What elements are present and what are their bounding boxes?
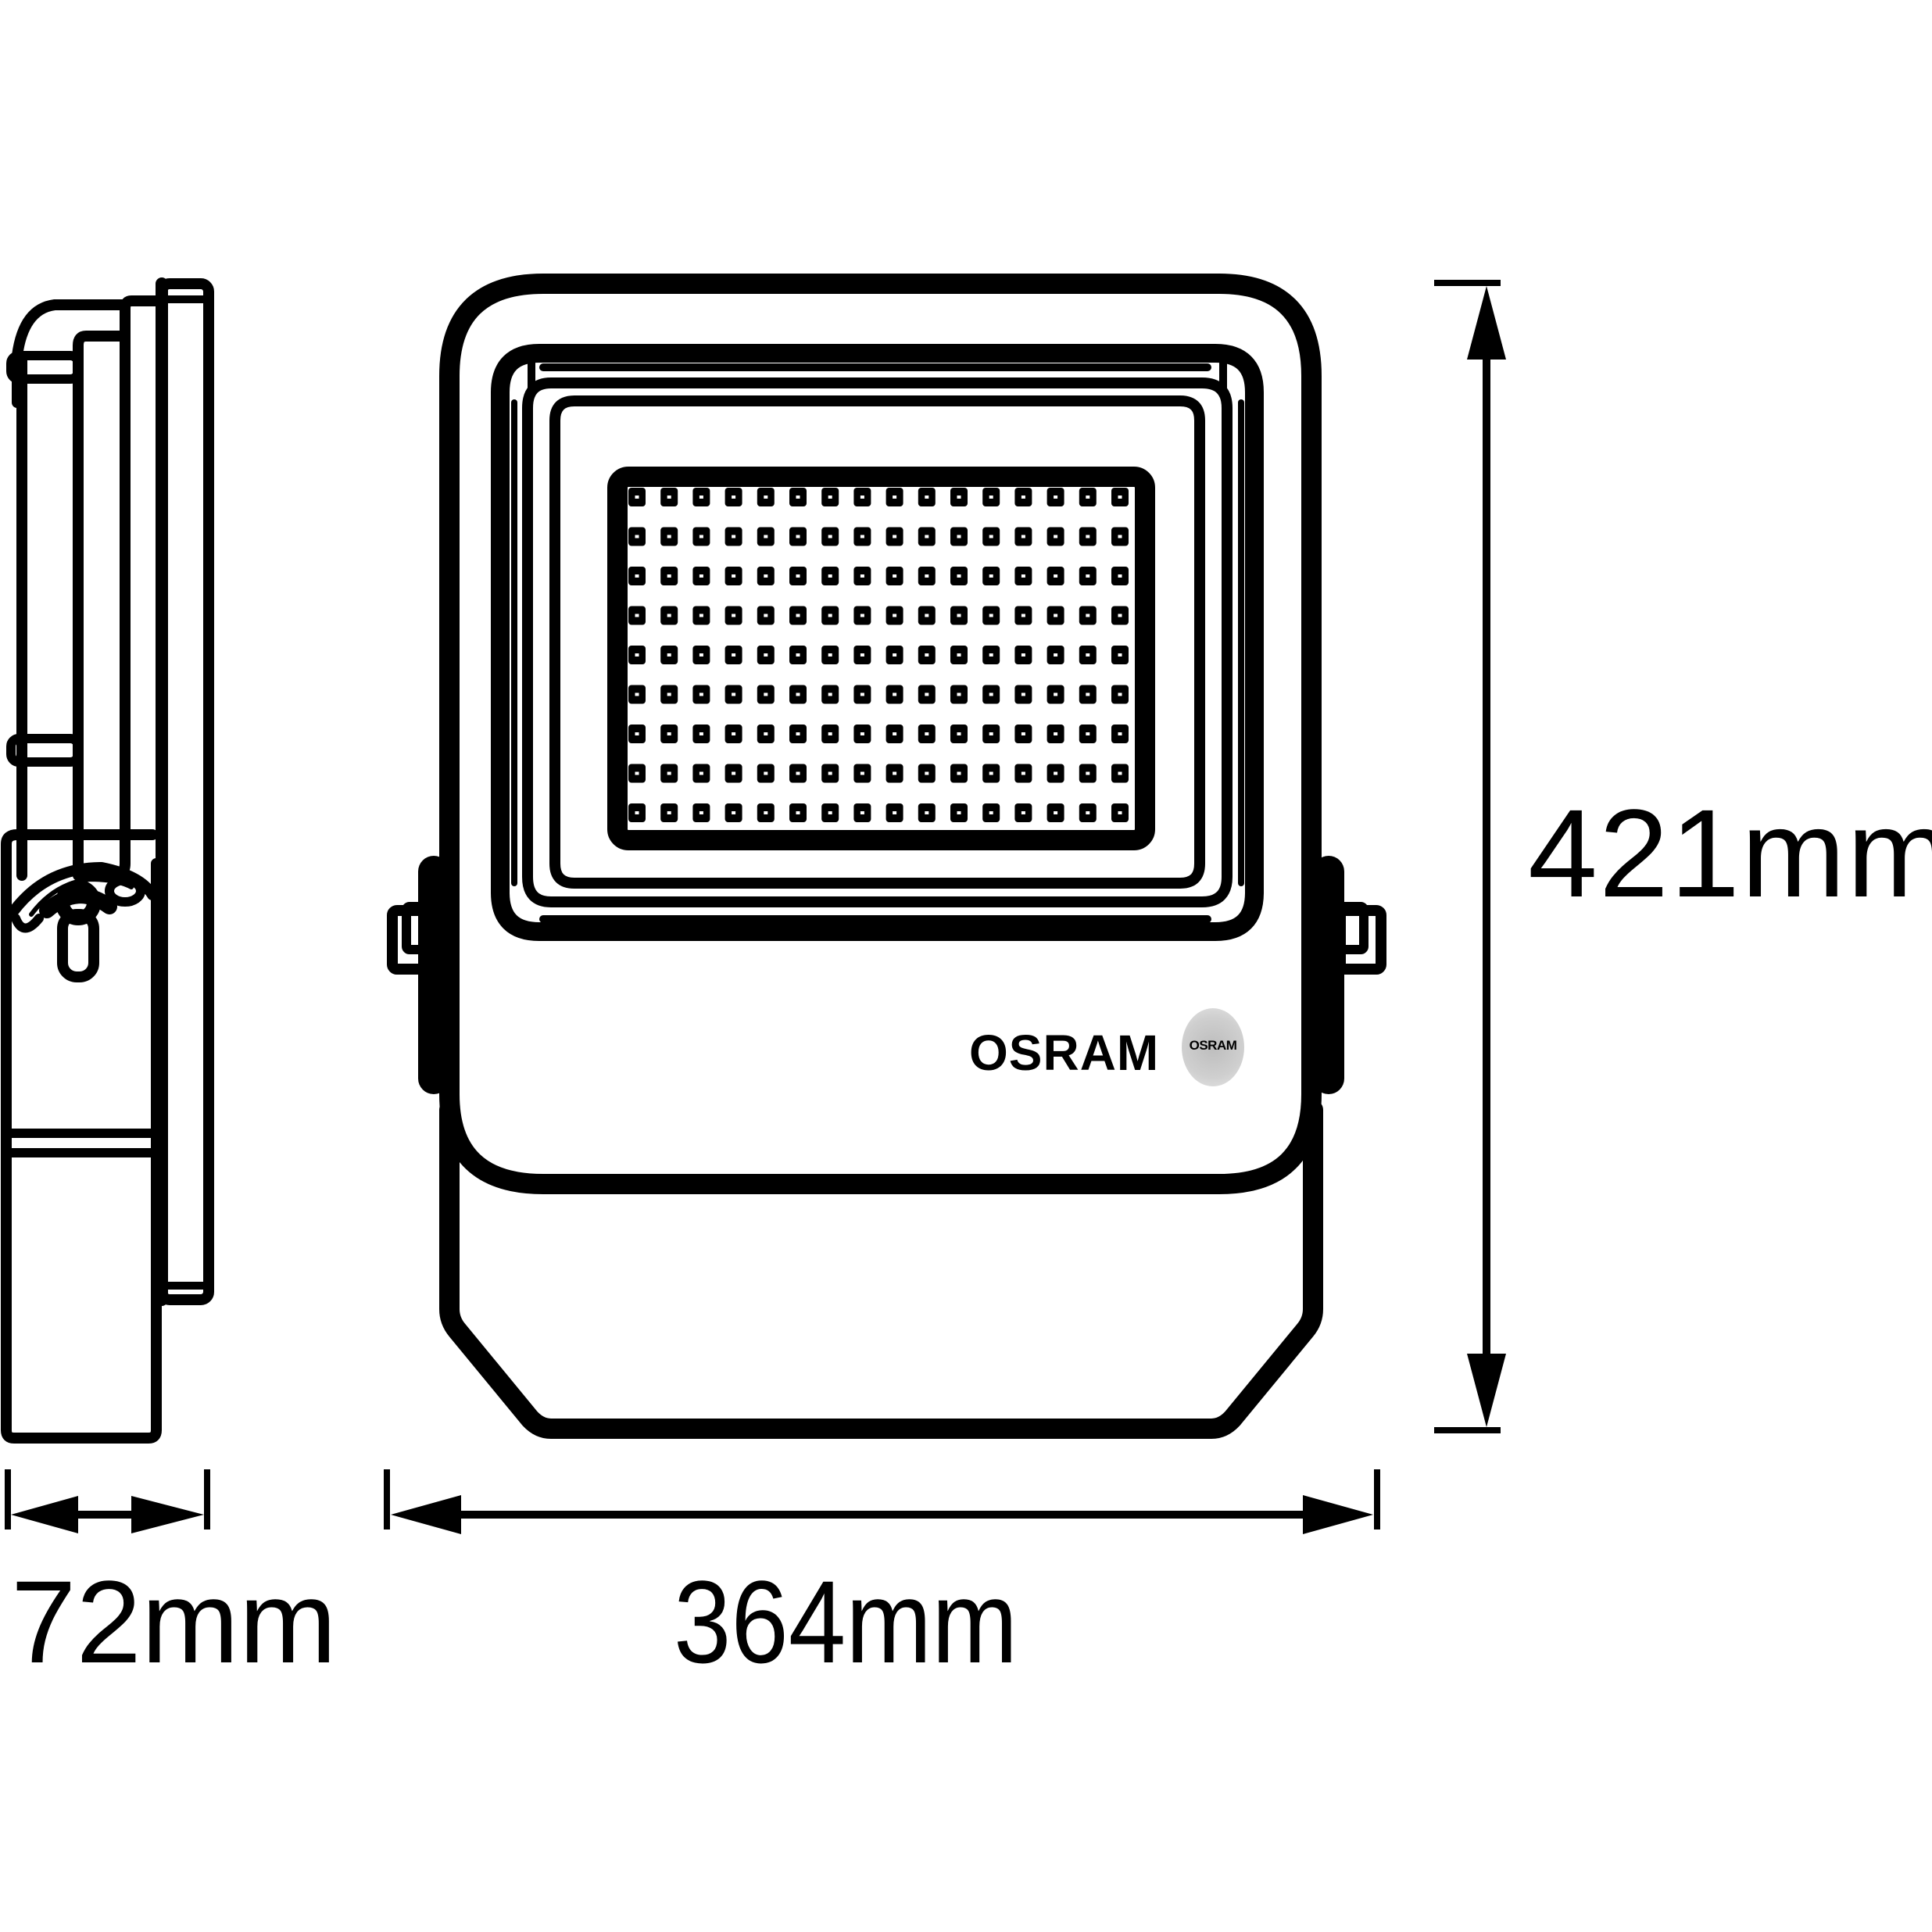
brand-logo-icon: OSRAM [1182, 1008, 1244, 1086]
side-view [1, 277, 214, 1444]
dimension-height [1434, 280, 1506, 1433]
depth-dimension-label: 72mm [11, 1556, 337, 1687]
dimension-depth [5, 1469, 210, 1533]
brand-wordmark: OSRAM [969, 1025, 1160, 1081]
brand-badge-text: OSRAM [1189, 1038, 1237, 1053]
height-dimension-label: 421mm [1528, 783, 1932, 923]
led-grid [628, 488, 1129, 822]
dimension-width [384, 1469, 1380, 1534]
front-view [387, 274, 1386, 1439]
led-panel [607, 467, 1155, 850]
width-dimension-label: 364mm [674, 1556, 1018, 1687]
